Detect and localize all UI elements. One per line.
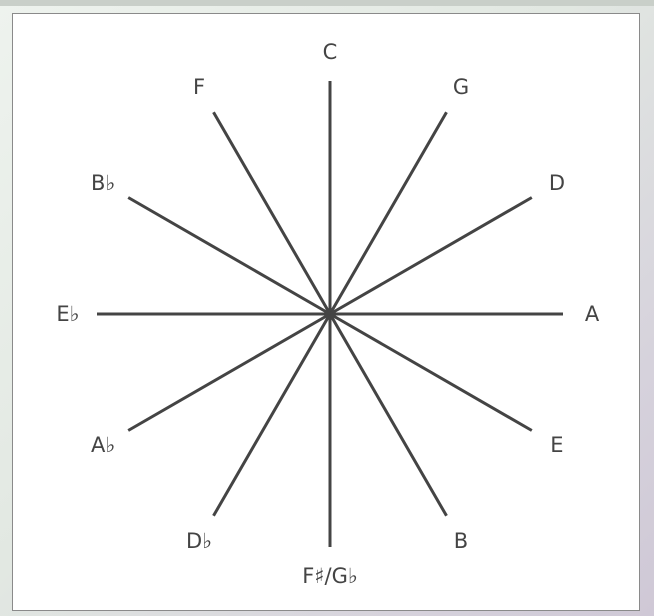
spoke-aflat [127,312,331,432]
note-label-c: C [323,40,338,64]
note-label-fsharp-gflat: F♯/G♭ [302,564,358,588]
note-label-a: A [585,302,600,326]
note-label-g: G [453,75,469,99]
spoke-bflat [127,196,331,316]
labels-group: C G D A E B F♯/G♭ D♭ A♭ E♭ B♭ F [56,40,599,588]
note-label-bflat: B♭ [91,171,115,195]
spokes-group [97,81,563,547]
note-label-eflat: E♭ [56,302,79,326]
note-label-f: F [193,75,205,99]
spoke-e [329,312,533,432]
spoke-g [328,111,448,315]
note-label-dflat: D♭ [186,529,212,553]
note-label-e: E [550,433,563,457]
note-label-d: D [549,171,565,195]
note-label-aflat: A♭ [91,433,115,457]
spoke-b [328,313,448,517]
spoke-dflat [212,313,332,517]
spoke-f [212,111,332,315]
diagram-panel: C G D A E B F♯/G♭ D♭ A♭ E♭ B♭ F [12,13,640,611]
spoke-d [329,196,533,316]
note-label-b: B [454,529,468,553]
window-top-strip [0,0,654,6]
circle-of-fifths-diagram: C G D A E B F♯/G♭ D♭ A♭ E♭ B♭ F [56,40,599,588]
